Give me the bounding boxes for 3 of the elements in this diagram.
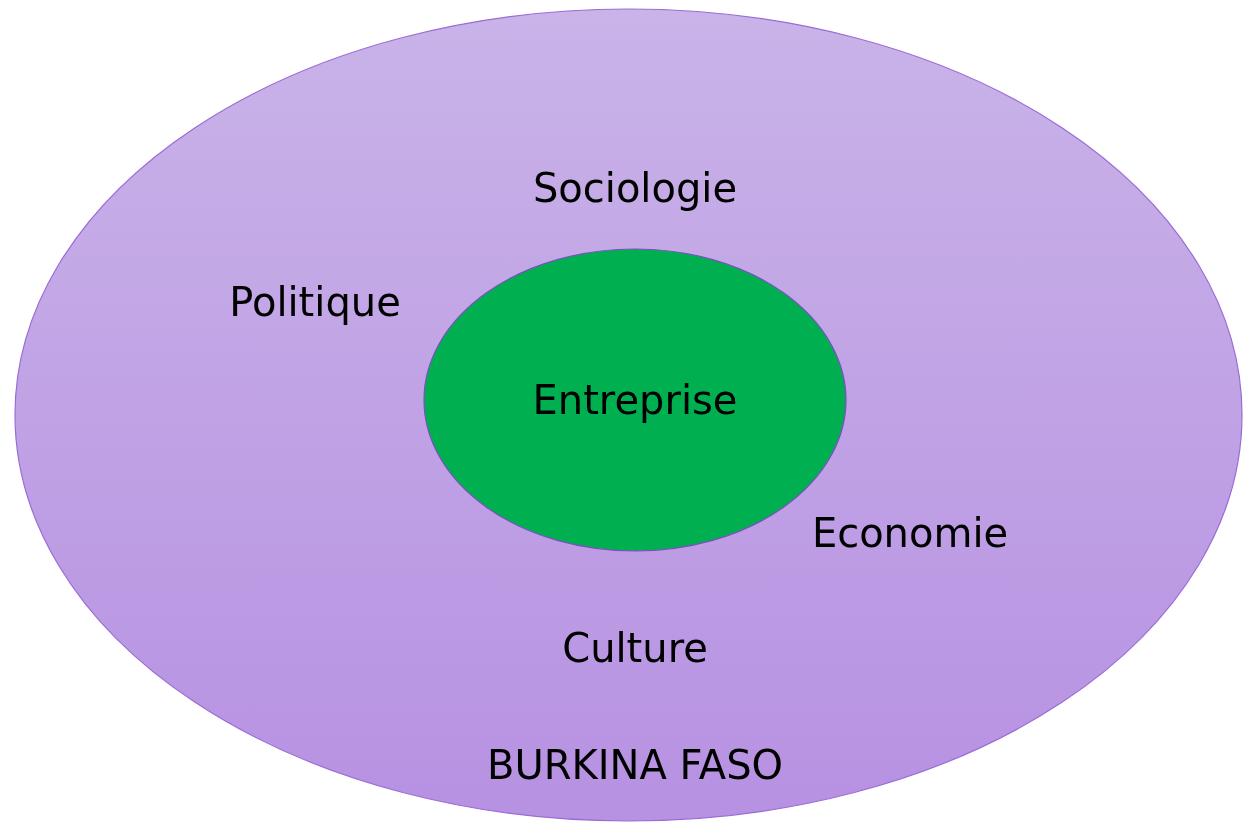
country-label: BURKINA FASO	[486, 745, 784, 785]
domain-label: Culture	[562, 628, 708, 668]
domain-label: Economie	[811, 513, 1009, 553]
